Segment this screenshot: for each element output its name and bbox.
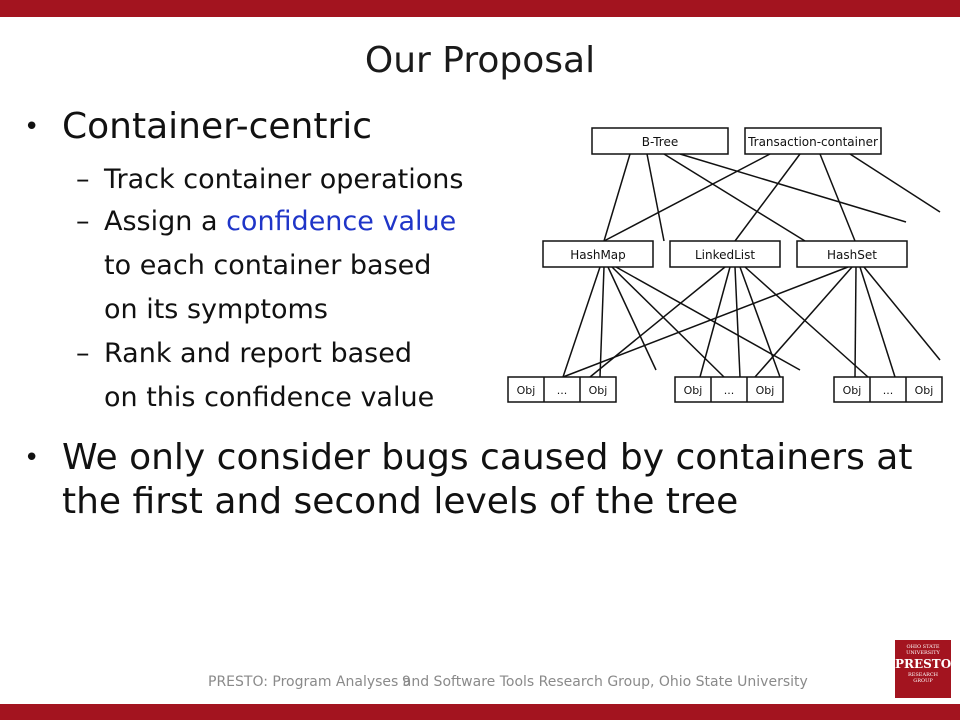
top-accent-bar xyxy=(0,0,960,17)
sub-item-pre: Assign a xyxy=(104,206,227,237)
node-label: B-Tree xyxy=(642,135,678,149)
bullet-bugs-levels: • We only consider bugs caused by contai… xyxy=(24,436,922,524)
sub-item-text: Track container operations xyxy=(104,164,464,195)
leaf-cell: Obj xyxy=(684,384,703,397)
node-hashset: HashSet xyxy=(796,240,908,268)
logo-line1: OHIO STATE xyxy=(906,644,940,650)
dash: – xyxy=(76,338,90,369)
node-label: LinkedList xyxy=(695,248,755,262)
node-b-tree: B-Tree xyxy=(591,127,729,155)
leaf-group-3: Obj ... Obj xyxy=(833,376,943,403)
bullet-dot: • xyxy=(24,443,40,473)
leaf-nodes: Obj ... Obj Obj ... Obj Obj ... Obj xyxy=(507,376,943,403)
logo-line3b: GROUP xyxy=(913,678,933,684)
second-level-nodes: HashMap LinkedList HashSet xyxy=(542,240,908,268)
node-label: Transaction-container xyxy=(747,135,878,149)
leaf-group-1: Obj ... Obj xyxy=(507,376,617,403)
slide-title: Our Proposal xyxy=(364,40,596,81)
sub-item-text-line2: to each container based xyxy=(104,250,432,281)
dash: – xyxy=(76,164,90,195)
top-level-nodes: B-Tree Transaction-container xyxy=(591,127,882,155)
logo-name: PRESTO xyxy=(895,657,952,671)
edges xyxy=(562,153,941,378)
logo-line3: RESEARCH xyxy=(907,672,939,678)
bottom-accent-bar xyxy=(0,704,960,720)
sub-item-text-line1: Rank and report based xyxy=(104,338,412,369)
leaf-cell: Obj xyxy=(756,384,775,397)
leaf-cell: Obj xyxy=(517,384,536,397)
bullet-text: Container-centric xyxy=(62,106,373,147)
sub-item-text-line2: on this confidence value xyxy=(104,382,435,413)
sub-item-text-line3: on its symptoms xyxy=(104,294,328,325)
node-hashmap: HashMap xyxy=(542,240,654,268)
bullet-dot: • xyxy=(24,112,40,142)
dash: – xyxy=(76,206,90,237)
page-number: 9 xyxy=(402,674,411,690)
node-label: HashSet xyxy=(827,248,877,262)
leaf-cell: Obj xyxy=(915,384,934,397)
node-linkedlist: LinkedList xyxy=(669,240,781,268)
presto-logo: OHIO STATE UNIVERSITY PRESTO RESEARCH GR… xyxy=(895,640,951,698)
node-label: HashMap xyxy=(570,248,626,262)
bullet-text: We only consider bugs caused by containe… xyxy=(62,437,913,522)
leaf-cell: Obj xyxy=(843,384,862,397)
leaf-cell: Obj xyxy=(589,384,608,397)
footer-text: PRESTO: Program Analyses and Software To… xyxy=(208,674,808,690)
sub-item-text-line1: Assign a confidence value xyxy=(104,202,456,242)
leaf-cell: ... xyxy=(557,384,568,397)
leaf-cell: ... xyxy=(883,384,894,397)
leaf-cell: ... xyxy=(724,384,735,397)
logo-line1b: UNIVERSITY xyxy=(906,650,940,656)
node-transaction-container: Transaction-container xyxy=(744,127,882,155)
leaf-group-2: Obj ... Obj xyxy=(674,376,784,403)
bullet-container-centric: • Container-centric xyxy=(24,105,373,149)
confidence-value-highlight: confidence value xyxy=(226,206,457,237)
